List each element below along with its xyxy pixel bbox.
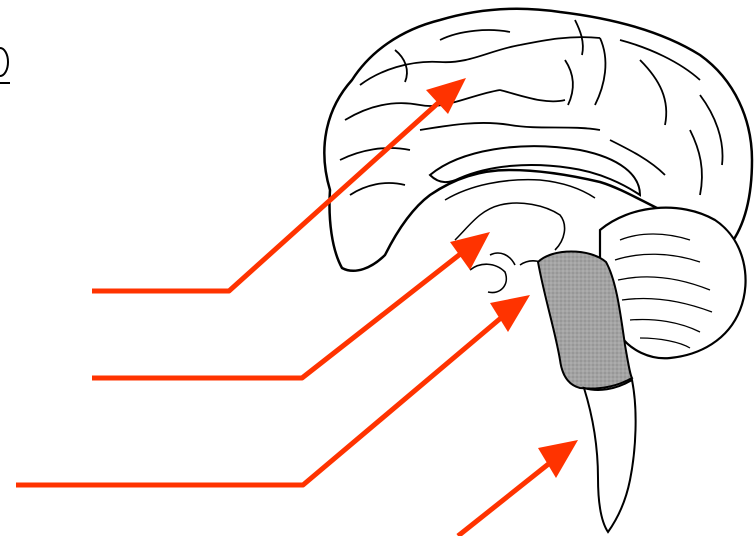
pointer-spinal-cord — [458, 440, 578, 536]
arrow-icon — [490, 295, 530, 332]
spinal-cord — [584, 380, 636, 532]
pointer-midbrain — [92, 232, 490, 378]
pointer-pons — [16, 295, 530, 485]
arrow-icon — [538, 440, 578, 478]
